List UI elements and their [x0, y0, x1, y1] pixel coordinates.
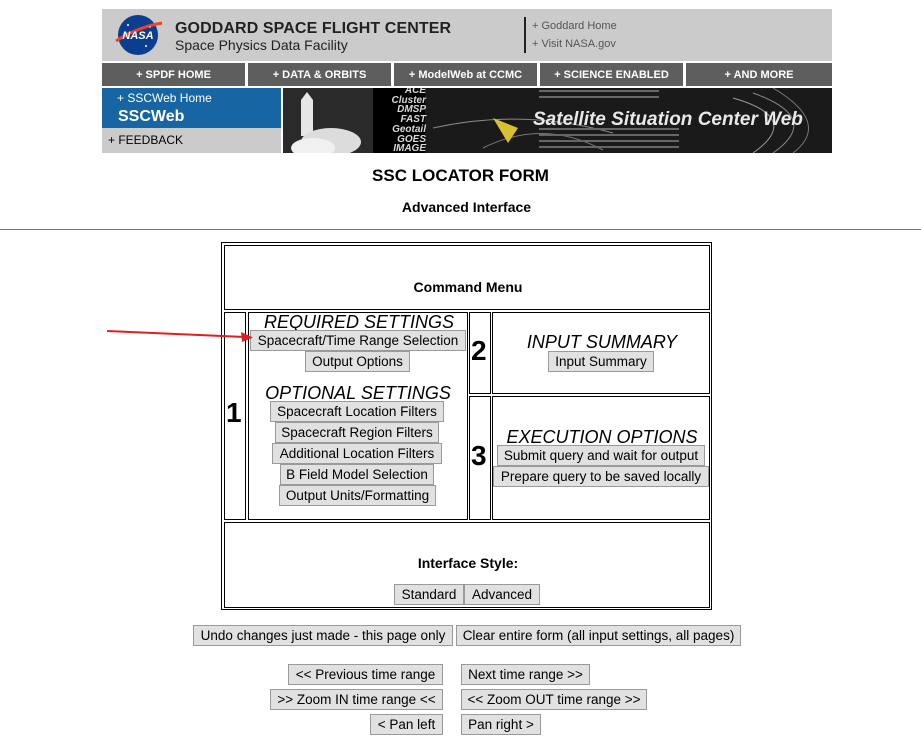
step-number-1: 1 [226, 397, 242, 428]
banner-sat-fast: FAST [400, 114, 426, 125]
submit-query-button[interactable]: Submit query and wait for output [497, 445, 705, 466]
nav-modelweb[interactable]: + ModelWeb at CCMC [394, 63, 540, 86]
step-3-cell: 3 [469, 396, 491, 520]
sscweb-panel: + SSCWeb Home SSCWeb [102, 88, 281, 128]
spacecraft-location-filters-button[interactable]: Spacecraft Location Filters [270, 401, 444, 422]
pan-left-button[interactable]: < Pan left [370, 714, 443, 735]
clear-form-button[interactable]: Clear entire form (all input settings, a… [456, 625, 741, 646]
facility-title: Space Physics Data Facility [175, 37, 348, 53]
goddard-home-link[interactable]: + Goddard Home [532, 20, 617, 32]
spacecraft-region-filters-button[interactable]: Spacecraft Region Filters [275, 422, 439, 443]
ssc-banner: ACE Cluster DMSP FAST Geotail GOES IMAGE… [283, 88, 832, 153]
org-title: GODDARD SPACE FLIGHT CENTER [175, 20, 452, 37]
command-menu-title: Command Menu [413, 279, 523, 295]
banner-title: Satellite Situation Center Web [533, 109, 803, 130]
feedback-panel: + FEEDBACK [102, 128, 281, 153]
page-subtitle: Advanced Interface [401, 199, 532, 215]
pan-right-button[interactable]: Pan right > [461, 714, 541, 735]
command-menu-cell: Command Menu [224, 245, 710, 310]
banner-sat-ace: ACE [404, 88, 426, 96]
standard-style-button[interactable]: Standard [394, 584, 464, 605]
main-nav: + SPDF HOME + DATA & ORBITS + ModelWeb a… [102, 63, 832, 86]
advanced-style-button[interactable]: Advanced [464, 584, 540, 605]
additional-location-filters-button[interactable]: Additional Location Filters [272, 443, 442, 464]
nav-spdf-home[interactable]: + SPDF HOME [102, 63, 248, 86]
spacecraft-time-range-button[interactable]: Spacecraft/Time Range Selection [250, 330, 466, 351]
execution-options-heading: EXECUTION OPTIONS [506, 427, 698, 447]
input-summary-cell: INPUT SUMMARY [492, 312, 710, 394]
nasa-logo-icon[interactable]: NASA [114, 13, 164, 57]
banner-sat-goes: GOES [397, 134, 426, 145]
optional-settings-heading: OPTIONAL SETTINGS [265, 383, 451, 403]
output-options-button[interactable]: Output Options [305, 351, 410, 372]
save-query-locally-button[interactable]: Prepare query to be saved locally [493, 466, 709, 487]
b-field-model-button[interactable]: B Field Model Selection [280, 464, 434, 485]
interface-style-label: Interface Style: [417, 555, 519, 571]
nav-science-enabled[interactable]: + SCIENCE ENABLED [540, 63, 686, 86]
annotation-arrow-icon [106, 330, 253, 342]
step-number-3: 3 [471, 440, 487, 471]
step-1-cell: 1 [224, 312, 246, 520]
feedback-link[interactable]: + FEEDBACK [108, 133, 184, 147]
previous-time-range-button[interactable]: << Previous time range [288, 664, 443, 685]
nasa-logo-text: NASA [122, 30, 153, 42]
site-header: NASA GODDARD SPACE FLIGHT CENTER Space P… [102, 9, 832, 61]
command-table [221, 242, 712, 610]
nav-data-orbits[interactable]: + DATA & ORBITS [248, 63, 394, 86]
nav-and-more[interactable]: + AND MORE [724, 68, 794, 81]
interface-style-cell: Interface Style: [224, 522, 710, 608]
header-divider [524, 17, 526, 53]
visit-nasa-link[interactable]: + Visit NASA.gov [532, 38, 616, 50]
zoom-in-button[interactable]: >> Zoom IN time range << [270, 689, 443, 710]
settings-cell: REQUIRED SETTINGS [248, 312, 468, 520]
banner-sat-dmsp: DMSP [397, 104, 426, 115]
step-number-2: 2 [471, 335, 487, 366]
title-divider [0, 229, 921, 230]
sscweb-home-link[interactable]: + SSCWeb Home [117, 91, 212, 105]
required-settings-heading: REQUIRED SETTINGS [263, 312, 455, 332]
output-units-formatting-button[interactable]: Output Units/Formatting [279, 485, 436, 506]
undo-changes-button[interactable]: Undo changes just made - this page only [193, 625, 453, 646]
sscweb-name: SSCWeb [118, 108, 185, 125]
execution-options-cell: EXECUTION OPTIONS [492, 396, 710, 520]
zoom-out-button[interactable]: << Zoom OUT time range >> [461, 689, 647, 710]
banner-sat-geotail: Geotail [392, 124, 426, 135]
input-summary-button[interactable]: Input Summary [548, 351, 654, 372]
next-time-range-button[interactable]: Next time range >> [461, 664, 590, 685]
banner-graphic-icon [283, 88, 832, 153]
input-summary-heading: INPUT SUMMARY [526, 332, 678, 352]
banner-sat-cluster: Cluster [391, 95, 426, 106]
page-title: SSC LOCATOR FORM [372, 166, 549, 185]
step-2-cell: 2 [469, 312, 491, 394]
banner-sat-image: IMAGE [393, 143, 426, 154]
